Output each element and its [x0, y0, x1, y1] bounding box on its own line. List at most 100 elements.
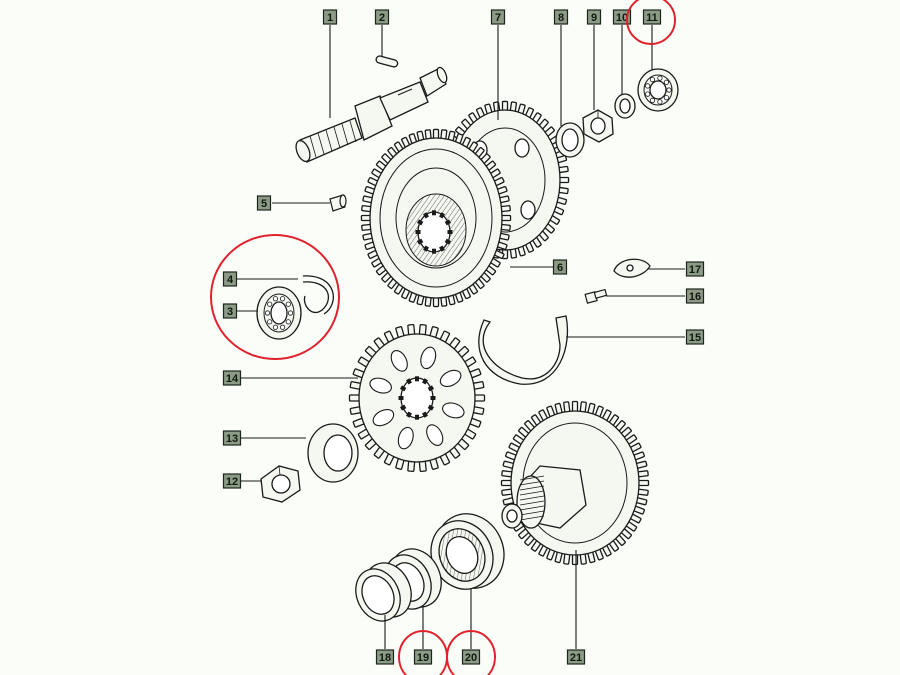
- part-nut-9: [582, 109, 614, 143]
- spline-tooth: [406, 411, 412, 418]
- callout-11: 11: [642, 9, 662, 25]
- sprocket-hole: [420, 346, 437, 370]
- callout-number: 21: [570, 652, 582, 664]
- callout-box: [222, 271, 238, 287]
- part-nut-12: [260, 465, 301, 503]
- highlight-circle-20: [446, 630, 496, 675]
- bearing-ball: [264, 310, 271, 316]
- bearing-ball: [285, 319, 291, 325]
- callout-7: 7: [490, 9, 506, 25]
- callout-13: 13: [222, 430, 242, 446]
- callout-number: 2: [379, 12, 385, 24]
- callout-number: 7: [495, 12, 501, 24]
- part-gear-21: [500, 400, 650, 566]
- spline-tooth: [439, 212, 445, 219]
- callout-box: [685, 261, 705, 277]
- callout-20: 20: [461, 649, 481, 665]
- spline-tooth: [432, 210, 436, 216]
- hub-spline: [519, 495, 545, 501]
- spline-tooth: [406, 378, 412, 385]
- part-screw-16: [584, 288, 608, 304]
- callout-box: [413, 649, 433, 665]
- spline-tooth: [444, 238, 452, 245]
- part-snapring-15: [478, 315, 569, 385]
- callout-box: [374, 9, 390, 25]
- callout-box: [222, 303, 238, 319]
- bearing-ball: [649, 97, 656, 103]
- sprocket-hole: [439, 369, 462, 387]
- spline-tooth: [416, 238, 424, 245]
- hub-spline: [519, 485, 545, 491]
- gear-tooth: [348, 394, 361, 402]
- hub-spline: [519, 480, 545, 486]
- spline-tooth: [423, 245, 429, 252]
- part-pin: [329, 194, 347, 212]
- spline-tooth: [427, 385, 435, 392]
- callout-box: [490, 9, 506, 25]
- spline-tooth: [430, 396, 436, 400]
- callout-number: 10: [616, 12, 628, 24]
- gear-tooth: [571, 553, 579, 566]
- callout-number: 6: [557, 262, 563, 274]
- bearing-ball: [663, 95, 670, 101]
- sprocket-hole: [442, 402, 465, 419]
- spline-tooth: [444, 219, 452, 226]
- bearing-ball: [663, 79, 670, 85]
- spline-tooth: [398, 396, 404, 400]
- callout-8: 8: [553, 9, 569, 25]
- highlight-marks: [210, 0, 676, 675]
- callout-box: [685, 329, 705, 345]
- part-sprocket-14: [348, 323, 486, 473]
- sprocket-hole: [426, 424, 444, 446]
- callout-6: 6: [552, 259, 568, 275]
- spline-tooth: [399, 404, 407, 411]
- callout-5: 5: [256, 195, 272, 211]
- hub-spline: [519, 515, 545, 521]
- callout-16: 16: [685, 288, 705, 304]
- spline-tooth: [422, 411, 428, 418]
- callout-17: 17: [685, 261, 705, 277]
- bearing-ball: [279, 324, 286, 330]
- spline-tooth: [432, 248, 436, 254]
- callout-box: [461, 649, 481, 665]
- callout-box: [552, 259, 568, 275]
- spline-tooth: [422, 378, 428, 385]
- bearing-ball: [267, 301, 273, 307]
- spline-tooth: [423, 212, 429, 219]
- spline-tooth: [439, 245, 445, 252]
- callout-box: [586, 9, 602, 25]
- gear-tooth: [432, 296, 440, 308]
- callout-4: 4: [222, 271, 238, 287]
- part-bearing-20: [430, 513, 505, 590]
- callout-9: 9: [586, 9, 602, 25]
- gear-tooth: [501, 100, 509, 112]
- bearing-ball: [645, 91, 651, 97]
- callout-number: 13: [226, 433, 238, 445]
- gear-tooth: [500, 479, 513, 487]
- highlight-circle-3-4: [210, 234, 340, 360]
- callout-number: 16: [689, 291, 701, 303]
- spline-tooth: [415, 230, 421, 234]
- callout-12: 12: [222, 473, 242, 489]
- part-sleeve-18: [355, 562, 412, 622]
- hub-spline: [519, 490, 545, 496]
- callout-box: [322, 9, 338, 25]
- callout-box: [222, 473, 242, 489]
- callout-10: 10: [612, 9, 632, 25]
- callout-14: 14: [222, 370, 242, 386]
- bearing-ball: [272, 324, 279, 330]
- callout-3: 3: [222, 303, 238, 319]
- hub-spline: [519, 475, 545, 481]
- part-circlip-4: [302, 275, 334, 315]
- callout-21: 21: [566, 649, 586, 665]
- callout-1: 1: [322, 9, 338, 25]
- callout-box: [222, 430, 242, 446]
- part-key: [375, 55, 399, 68]
- gear-tooth: [360, 214, 372, 222]
- spline-tooth: [416, 219, 424, 226]
- bearing-ball: [279, 296, 286, 302]
- gear-tooth: [637, 479, 650, 487]
- bearing-ball: [657, 99, 663, 105]
- callout-number: 12: [226, 476, 238, 488]
